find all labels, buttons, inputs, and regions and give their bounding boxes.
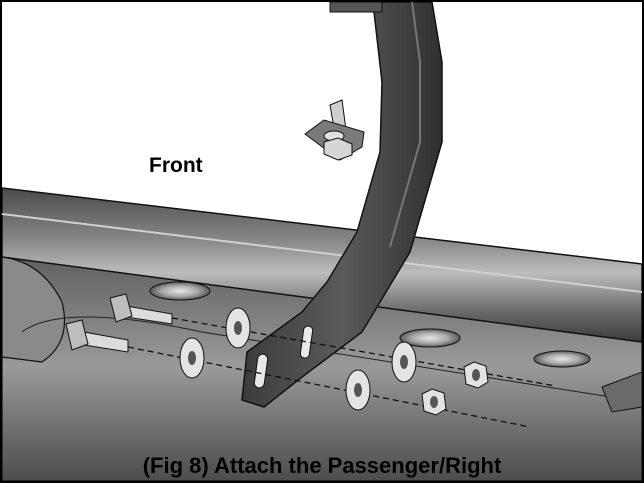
lower-tube-bulge [2, 256, 66, 363]
washer [391, 341, 417, 383]
main-tube [2, 187, 642, 343]
mount-cup [399, 328, 461, 348]
bolt-lower [65, 319, 129, 353]
hex-nut [421, 388, 447, 416]
bracket-top-tab [329, 2, 383, 13]
figure-caption: (Fig 8) Attach the Passenger/Right [142, 453, 502, 478]
washer [225, 307, 251, 349]
small-end-bracket [601, 371, 642, 413]
washer [179, 337, 205, 379]
hex-nut [463, 361, 489, 389]
front-callout-label: Front [149, 154, 203, 177]
washer [345, 369, 371, 411]
bolt-upper [109, 293, 173, 325]
mount-cup [533, 350, 591, 368]
passenger-bracket [241, 2, 443, 408]
top-nut [323, 137, 353, 161]
bracket-slot [253, 353, 269, 389]
mount-cup [149, 281, 211, 301]
